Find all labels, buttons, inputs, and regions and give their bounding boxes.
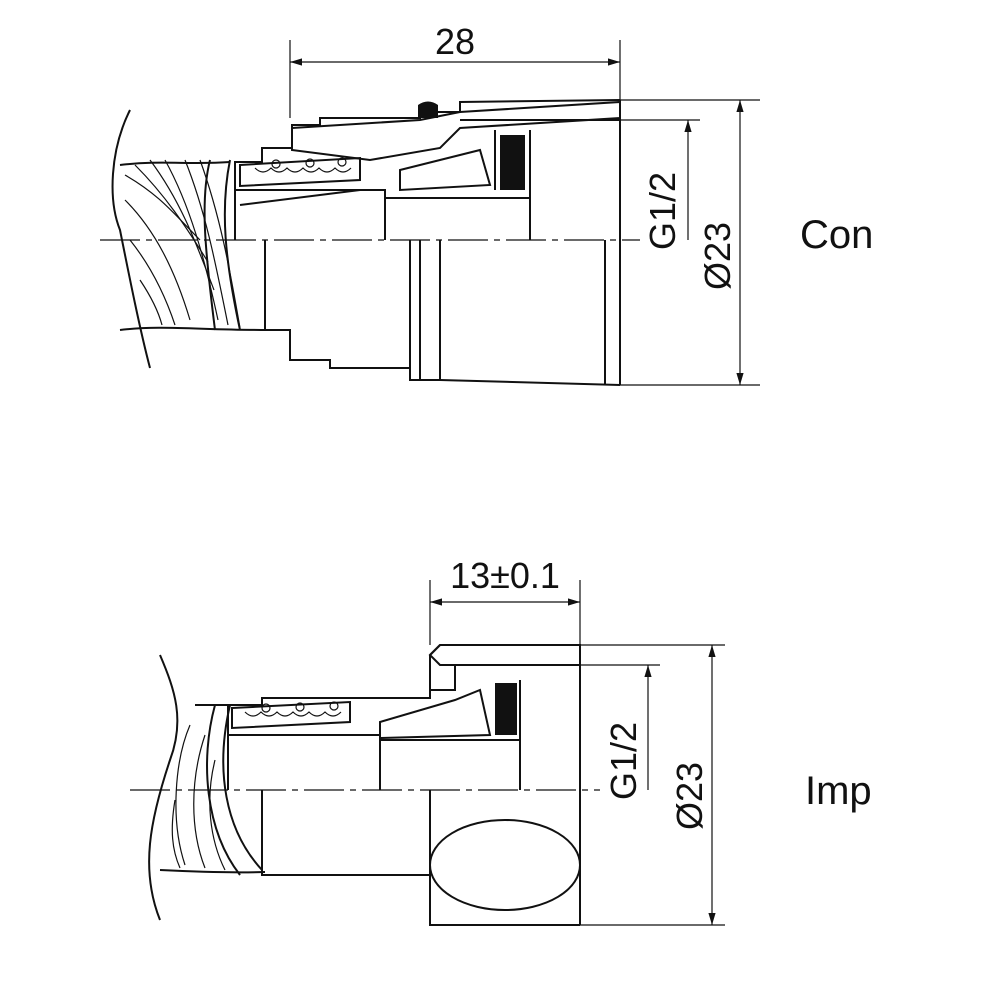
seal-rings-con: [239, 156, 361, 188]
o-ring-con: [418, 101, 438, 118]
variant-label-con: Con: [800, 213, 873, 257]
dim-thread-text-con: G1/2: [642, 172, 683, 250]
fitting-body-upper-imp: [227, 644, 581, 925]
dim-diameter-text-con: Ø23: [697, 222, 738, 290]
dim-diameter-text-imp: Ø23: [669, 762, 710, 830]
fitting-body-lower: [264, 240, 621, 386]
seal-block-con: [500, 135, 525, 190]
hose-corrugated-imp: [148, 654, 266, 921]
hatched-sleeve-con: [291, 100, 621, 192]
dimension-diameter-con: Ø23: [620, 99, 760, 386]
dimension-thread-con: G1/2: [620, 119, 700, 250]
variant-label-imp: Imp: [805, 769, 872, 813]
dim-length-text-imp: 13±0.1: [450, 555, 560, 596]
hose-corrugated: [111, 109, 269, 369]
knurl-grip-imp: [429, 819, 581, 911]
seal-rings-imp: [231, 700, 351, 730]
connector-con-drawing: 28 G1/2 Ø23 Con: [100, 21, 873, 386]
connector-imp-drawing: 13±0.1 G1/2 Ø23 Imp: [130, 555, 872, 926]
seal-block-imp: [495, 683, 517, 735]
dim-thread-text-imp: G1/2: [603, 722, 644, 800]
hatched-sleeve-imp: [379, 644, 581, 740]
fitting-body-upper: [234, 99, 621, 385]
dim-length-text-con: 28: [435, 21, 475, 62]
dimension-diameter-imp: Ø23: [580, 644, 725, 926]
dimension-length-con: 28: [289, 21, 621, 118]
fitting-body-lower-imp: [261, 790, 581, 926]
dimension-thread-imp: G1/2: [580, 664, 660, 800]
dimension-length-imp: 13±0.1: [429, 555, 581, 645]
